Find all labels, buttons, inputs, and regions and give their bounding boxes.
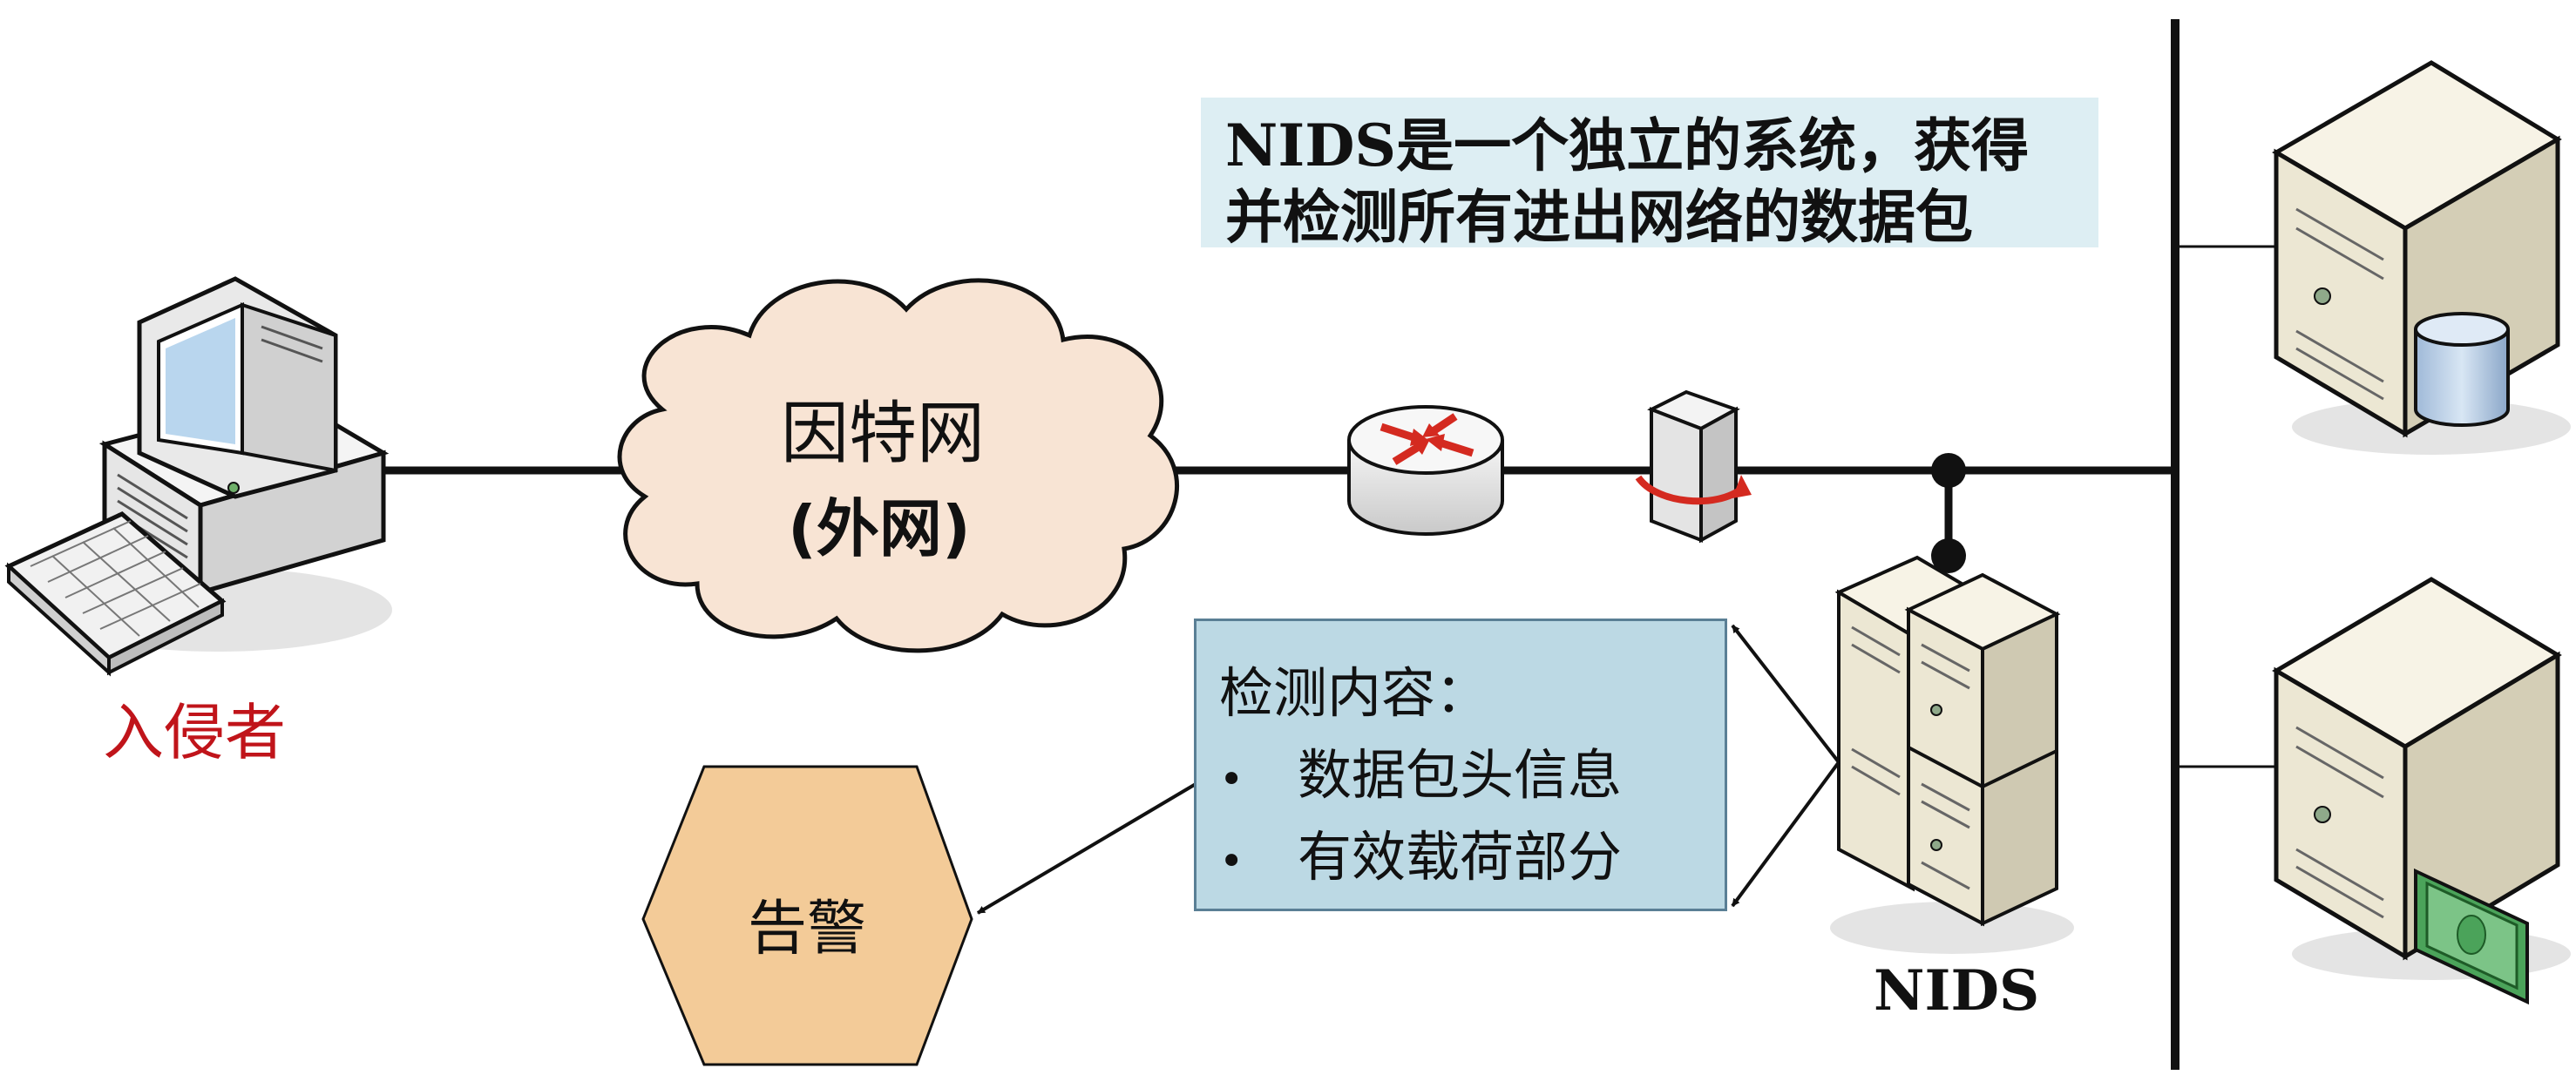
router-icon xyxy=(1347,405,1504,536)
arrow-detection-to-alarm xyxy=(976,782,1197,915)
bullet-icon: • xyxy=(1219,754,1244,804)
network-links xyxy=(375,19,2285,1070)
external-network-label: (外网) xyxy=(788,492,971,565)
firewall-icon xyxy=(1635,389,1752,544)
detection-title: 检测内容： xyxy=(1219,661,1490,725)
payment-server-icon xyxy=(2272,577,2571,1005)
internet-label: 因特网 xyxy=(781,395,986,473)
database-server-icon xyxy=(2272,60,2571,455)
arrow-nids-to-detection-top xyxy=(1731,624,1840,764)
alarm-hexagon xyxy=(641,765,973,1066)
junction-dot-top xyxy=(1931,453,1966,488)
arrow-nids-to-detection-bottom xyxy=(1731,761,1840,908)
nids-description-box: NIDS是一个独立的系统，获得 并检测所有进出网络的数据包 xyxy=(1201,98,2098,251)
nids-label: NIDS xyxy=(1874,958,2040,1024)
detection-item: • 有效载荷部分 xyxy=(1219,813,1622,891)
detection-item-label: 有效载荷部分 xyxy=(1298,825,1623,889)
junction-dot-bottom xyxy=(1931,538,1966,573)
description-line-2: 并检测所有进出网络的数据包 xyxy=(1225,183,1973,251)
detection-content-box: 检测内容： • 数据包头信息 • 有效载荷部分 xyxy=(1194,619,1727,911)
bullet-icon: • xyxy=(1219,836,1244,886)
detection-item: • 数据包头信息 xyxy=(1219,731,1622,809)
arrows xyxy=(976,624,1840,915)
intruder-label: 入侵者 xyxy=(103,697,286,768)
internet-cloud xyxy=(617,278,1179,653)
detection-item-label: 数据包头信息 xyxy=(1298,743,1623,807)
alarm-label: 告警 xyxy=(748,895,867,963)
desktop-computer-icon xyxy=(4,276,392,677)
description-line-1: NIDS是一个独立的系统，获得 xyxy=(1225,112,2030,179)
server-stack-icon xyxy=(1830,555,2074,954)
